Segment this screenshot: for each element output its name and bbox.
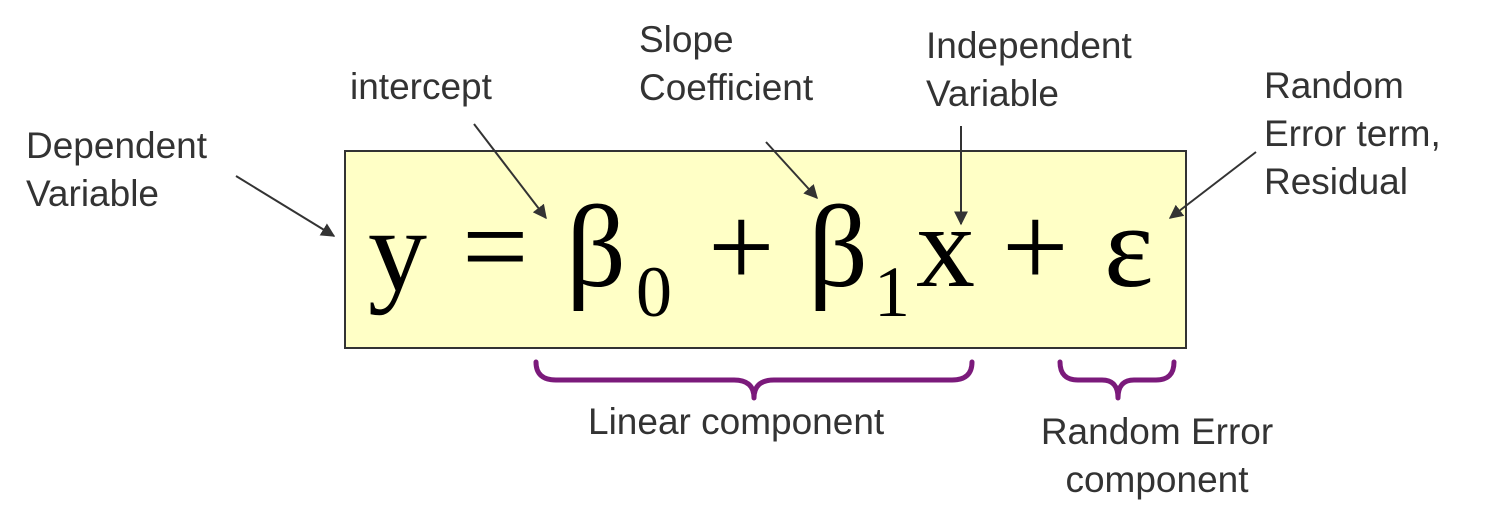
random-error-term-arrow bbox=[1168, 151, 1257, 219]
dependent-variable-arrow bbox=[235, 175, 336, 237]
dependent-variable-label-line-2: Variable bbox=[26, 173, 160, 214]
equation-beta-0: β bbox=[566, 181, 627, 312]
random-error-term-label: Random Error term, Residual bbox=[1264, 62, 1441, 206]
slope-coefficient-label: Slope Coefficient bbox=[639, 16, 813, 112]
linear-component-label: Linear component bbox=[588, 401, 885, 442]
slope-coefficient-label-line-2: Coefficient bbox=[639, 67, 814, 108]
random-error-component-label-line-2: component bbox=[1065, 459, 1249, 500]
random-error-term-label-line-1: Random bbox=[1264, 65, 1404, 106]
slope-coefficient-arrow bbox=[765, 141, 818, 200]
random-error-component-brace bbox=[1057, 359, 1177, 401]
equation-plus-sign-2: + bbox=[1002, 181, 1069, 312]
equation-beta-1: β bbox=[808, 181, 869, 312]
equation-plus-sign-1: + bbox=[708, 181, 775, 312]
independent-variable-label: Independent Variable bbox=[926, 22, 1132, 118]
independent-variable-label-line-1: Independent bbox=[926, 25, 1132, 66]
equation-subscript-1: 1 bbox=[874, 252, 910, 332]
linear-component-brace bbox=[533, 359, 975, 401]
equation-subscript-0: 0 bbox=[636, 252, 672, 332]
equation-box bbox=[344, 150, 1187, 349]
random-error-component-label: Random Error component bbox=[1020, 408, 1294, 504]
dependent-variable-label: Dependent Variable bbox=[26, 122, 207, 218]
random-error-component-label-line-1: Random Error bbox=[1040, 411, 1274, 452]
intercept-arrow bbox=[473, 123, 547, 220]
independent-variable-label-line-2: Variable bbox=[926, 73, 1060, 114]
slope-coefficient-label-line-1: Slope bbox=[639, 19, 734, 60]
equation-equals-sign: = bbox=[462, 181, 529, 312]
intercept-label: intercept bbox=[350, 66, 492, 107]
random-error-term-label-line-3: Residual bbox=[1264, 161, 1408, 202]
equation-y: y bbox=[368, 185, 427, 316]
equation-x: x bbox=[916, 181, 975, 312]
equation-epsilon: ε bbox=[1104, 181, 1154, 312]
dependent-variable-label-line-1: Dependent bbox=[26, 125, 208, 166]
random-error-term-label-line-2: Error term, bbox=[1264, 113, 1441, 154]
